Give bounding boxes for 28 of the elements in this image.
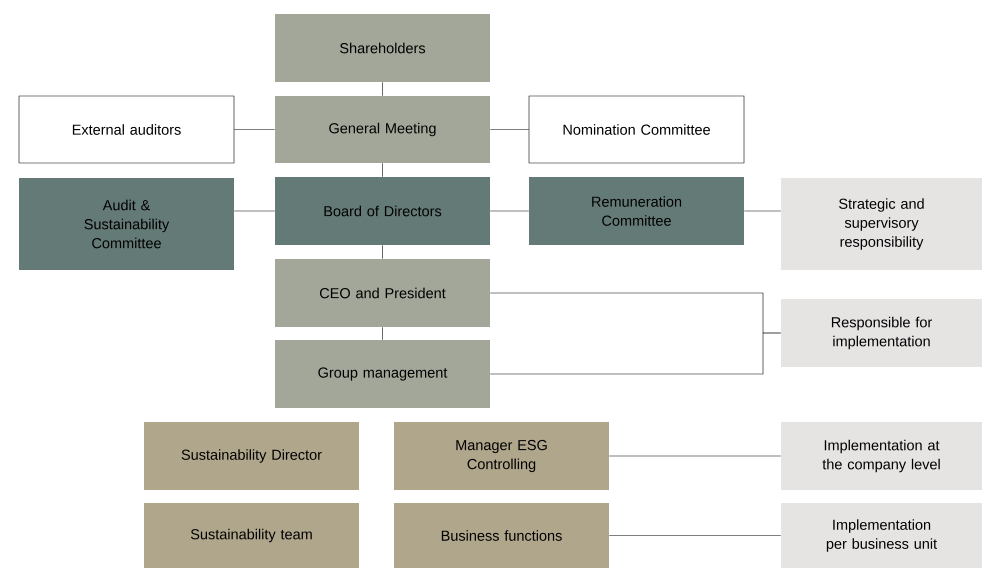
connector-line <box>608 535 782 536</box>
connector-line <box>234 210 276 212</box>
connector-line <box>234 129 276 130</box>
org-box: External auditors <box>18 96 234 164</box>
connector-line <box>382 244 383 260</box>
connector-line <box>382 82 383 96</box>
org-box: Shareholders <box>275 14 490 82</box>
responsibility-box: Implementation at the company level <box>781 422 982 490</box>
connector-line <box>490 332 782 374</box>
committee-box: Audit & Sustainability Committee <box>19 178 234 270</box>
function-box: Manager ESG Controlling <box>394 422 609 490</box>
connector-line <box>490 210 530 212</box>
connector-line <box>382 162 383 178</box>
org-box: CEO and President <box>275 259 490 327</box>
connector-line <box>490 129 529 130</box>
responsibility-box: Strategic and supervisory responsibility <box>781 178 982 270</box>
org-box: Group management <box>275 340 490 408</box>
function-box: Business functions <box>394 503 609 568</box>
function-box: Sustainability team <box>144 503 359 568</box>
committee-box: Board of Directors <box>275 177 490 245</box>
connector-line <box>382 326 383 340</box>
function-box: Sustainability Director <box>144 422 359 490</box>
org-box: General Meeting <box>275 96 490 163</box>
connector-line <box>744 210 782 212</box>
committee-box: Remuneration Committee <box>529 177 744 245</box>
responsibility-box: Responsible for implementation <box>781 299 982 367</box>
org-box: Nomination Committee <box>528 96 744 164</box>
responsibility-box: Implementation per business unit <box>781 503 982 568</box>
